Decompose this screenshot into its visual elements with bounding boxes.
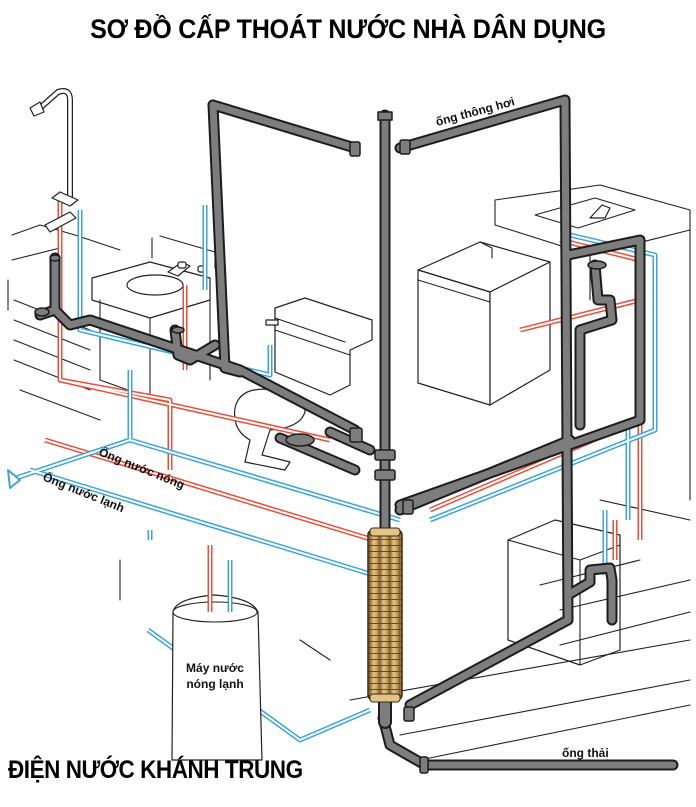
tub-spout-icon xyxy=(44,211,77,233)
stack-coupling xyxy=(367,527,403,703)
water-heater-label-line1: Máy nước xyxy=(186,661,244,675)
shower xyxy=(29,88,79,233)
brand-footer: ĐIỆN NƯỚC KHÁNH TRUNG xyxy=(8,756,303,784)
floor-lines xyxy=(119,559,691,761)
kitchen-faucet-icon xyxy=(589,204,611,219)
pipe-fittings xyxy=(34,139,607,774)
water-heater: Máy nước nóng lạnh xyxy=(171,545,263,761)
waste-pipe-label: ống thải xyxy=(562,746,609,760)
water-heater-label-line2: nóng lạnh xyxy=(186,677,243,691)
cold-water-pipe-label: Ống nước lạnh xyxy=(41,469,127,515)
toilet xyxy=(233,297,373,471)
cold-inlet-icon xyxy=(7,469,21,489)
dishwasher xyxy=(417,241,551,406)
kitchen-sink-outline xyxy=(534,197,636,229)
washbasin xyxy=(91,235,216,399)
page-title: SƠ ĐỒ CẤP THOÁT NƯỚC NHÀ DÂN DỤNG xyxy=(90,14,606,44)
vent-cap-icon xyxy=(377,111,393,121)
shower-valve-icon xyxy=(51,191,79,207)
shower-head-icon xyxy=(29,101,45,117)
